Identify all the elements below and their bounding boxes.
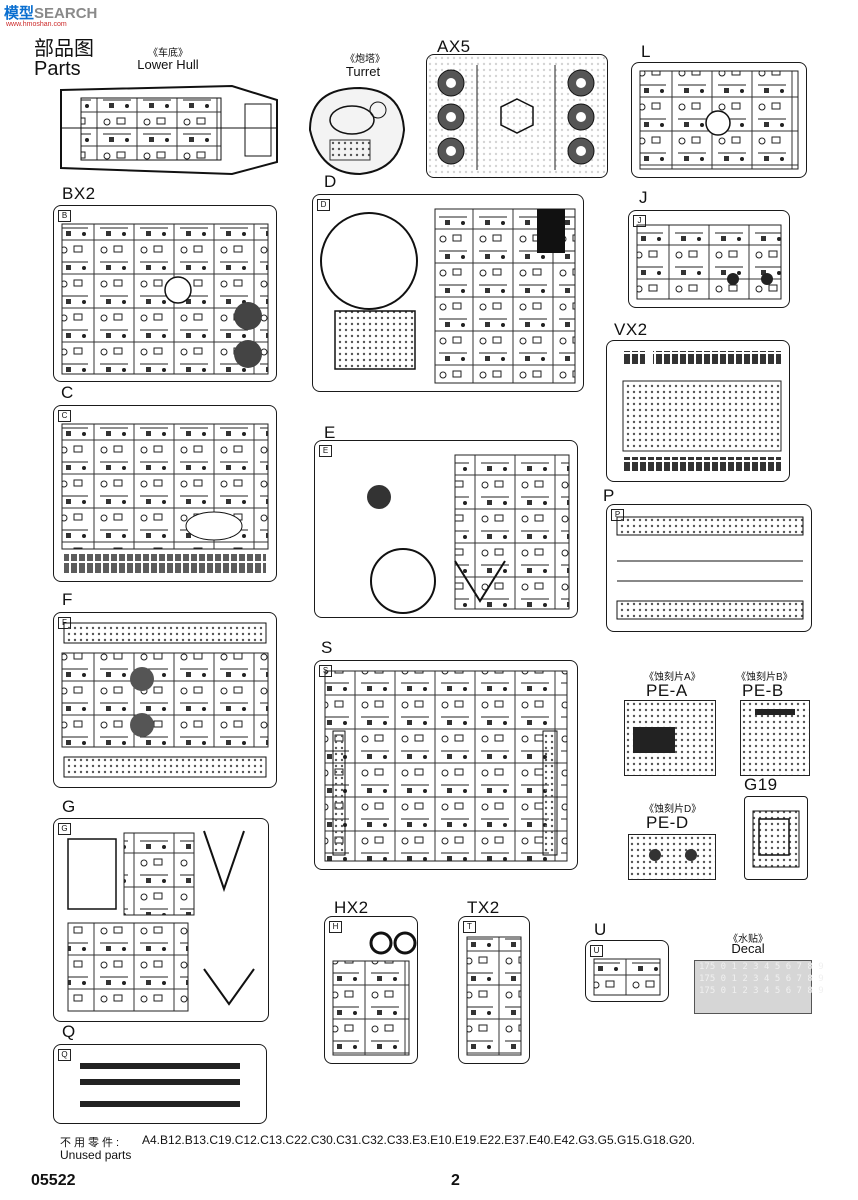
sprue-f: F [53,612,277,788]
sprue-label-e: E [324,423,336,442]
turret-caption-en: Turret [345,64,381,79]
decal-row: 175 0 1 2 3 4 5 6 7 8 9 [699,986,824,996]
sprue-tab: B [58,210,71,222]
sprue-label-g19: G19 [744,775,778,794]
pe-b-label: PE-B [742,681,784,700]
sprue-label-d: D [324,172,337,191]
watermark-logo: 模型SEARCH [4,5,98,22]
decal-row: 175 0 1 2 3 4 5 6 7 8 9 [699,962,824,972]
pe-d-fret [628,834,716,880]
unused-parts-label-en: Unused parts [60,1148,132,1162]
sprue-tab: T [463,921,476,933]
unused-parts-label-zh: 不用零件: [60,1137,123,1149]
sprue-label-tx2: TX2 [467,898,500,917]
turret-drawing [308,86,406,176]
decal-caption-zh: 《水贴》 [728,934,768,945]
sprue-d: D [312,194,584,392]
unused-parts-list: A4.B12.B13.C19.C12.C13.C22.C30.C31.C32.C… [142,1133,696,1147]
watermark-url: www.hmoshan.com [6,21,67,28]
sprue-u: U [585,940,669,1002]
sprue-ax5 [426,54,608,178]
lower-hull-drawing [60,84,278,176]
sprue-c: C [53,405,277,582]
sprue-tab: J [633,215,646,227]
sprue-label-bx2: BX2 [62,184,96,203]
sprue-s: S [314,660,578,870]
sprue-tab: H [329,921,342,933]
sprue-hx2: H [324,916,418,1064]
sprue-tx2: T [458,916,530,1064]
decal-caption-en: Decal [731,941,765,956]
sprue-g: G [53,818,269,1022]
sprue-q: Q [53,1044,267,1124]
sprue-label-g: G [62,797,76,816]
sprue-e: E [314,440,578,618]
sprue-tab: G [58,823,71,835]
pe-a-caption-zh: 《蚀刻片A》 [644,672,701,683]
sprue-label-f: F [62,590,73,609]
decal-sheet: 175 0 1 2 3 4 5 6 7 8 9 175 0 1 2 3 4 5 … [694,960,824,1014]
sprue-label-ax5: AX5 [437,37,471,56]
page-title-en: Parts [34,58,81,80]
pe-d-caption-zh: 《蚀刻片D》 [644,804,702,815]
lower-hull-caption-en: Lower Hull [137,57,199,72]
turret-caption-zh: 《炮塔》 [345,54,385,65]
decal-row: 175 0 1 2 3 4 5 6 7 8 9 [699,974,824,984]
sprue-label-q: Q [62,1022,76,1041]
sprue-j: J [628,210,790,308]
sprue-g19 [744,796,808,880]
page-title-zh: 部品图 [34,38,94,60]
sprue-p: P [606,504,812,632]
page-number: 2 [451,1172,460,1189]
pe-a-fret [624,700,716,776]
sprue-bx2: B [53,205,277,382]
sprue-l [631,62,807,178]
sprue-tab: E [319,445,332,457]
pe-a-label: PE-A [646,681,688,700]
sprue-label-u: U [594,920,607,939]
sprue-label-l: L [641,42,651,61]
sprue-label-s: S [321,638,333,657]
sprue-tab: C [58,410,71,422]
pe-b-fret [740,700,810,776]
sprue-label-c: C [61,383,74,402]
pe-b-caption-zh: 《蚀刻片B》 [736,672,793,683]
sprue-vx2 [606,340,790,482]
pe-d-label: PE-D [646,813,689,832]
sprue-tab: Q [58,1049,71,1061]
sprue-label-vx2: VX2 [614,320,648,339]
product-number: 05522 [31,1172,76,1189]
sprue-tab: D [317,199,330,211]
sprue-label-p: P [603,486,615,505]
lower-hull-caption-zh: 《车底》 [148,48,188,59]
sprue-label-j: J [639,188,648,207]
sprue-label-hx2: HX2 [334,898,369,917]
sprue-tab: U [590,945,603,957]
